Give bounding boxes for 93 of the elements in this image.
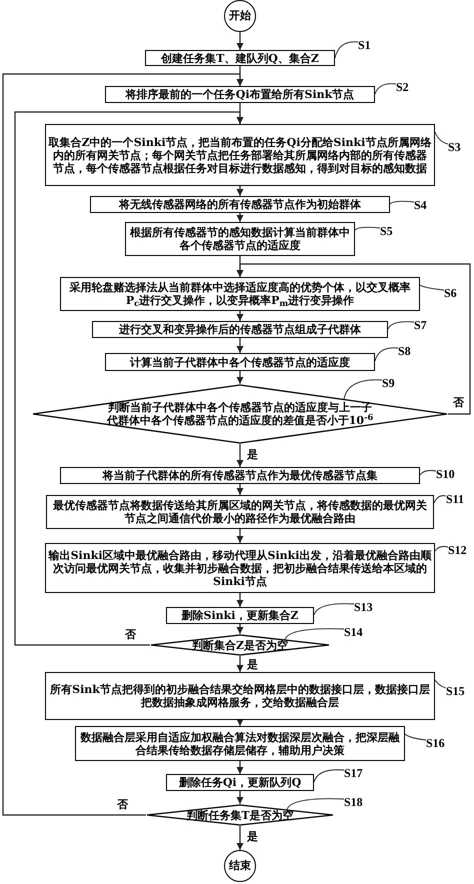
process-box	[46, 495, 434, 529]
process-box	[92, 321, 388, 338]
leader-line	[314, 603, 354, 616]
process-box	[60, 467, 420, 484]
leader-line	[334, 41, 358, 58]
arrow	[236, 529, 244, 543]
step-label: S9	[382, 376, 395, 390]
edge-label: 否	[124, 629, 137, 641]
step-label: S14	[344, 625, 363, 639]
process-box	[105, 353, 375, 371]
arrow	[236, 656, 244, 672]
step-text: 数据融合层采用自适应加权融合算法对数据深层次融合，把深层融合结果传给数据存储层储存，辅助用户决策	[79, 730, 400, 756]
step-label: S6	[444, 286, 457, 300]
arrow	[236, 484, 244, 495]
leader-line	[286, 798, 344, 810]
process-box	[166, 774, 314, 791]
leader-line	[374, 347, 398, 362]
step-text: 结束	[229, 858, 251, 874]
step-text: 开始	[229, 8, 251, 24]
leader-line	[420, 470, 436, 476]
arrow	[236, 338, 244, 353]
leader-line	[354, 226, 380, 230]
step-label: S10	[436, 467, 455, 481]
process-box	[45, 124, 435, 186]
leader-line	[420, 284, 444, 290]
process-box	[45, 543, 435, 593]
arrow	[2, 73, 244, 816]
process-box	[45, 672, 435, 720]
step-text: 输出Sinki区域中最优融合路由，移动代理从Sinki出发，沿着最优融合路由顺次访问最优网关节点，收集并初步融合数据，把初步融合结果传送给本区域的Sinki节点	[48, 548, 432, 588]
leader-line	[434, 132, 448, 144]
arrow	[236, 263, 471, 415]
edge-label: 是	[246, 659, 259, 671]
edge-label: 是	[246, 449, 259, 461]
arrow	[236, 593, 244, 607]
step-label: S7	[414, 318, 427, 332]
step-text: 将排序最前的一个任务Qi布置给所有Sink节点	[126, 88, 354, 101]
arrow	[236, 719, 244, 726]
step-label: S17	[344, 766, 363, 780]
arrow	[236, 826, 244, 850]
step-label: S18	[344, 795, 363, 809]
step-text: 创建任务集T、建队列Q、集合Z	[161, 52, 319, 64]
leader-line	[374, 83, 396, 94]
leader-line	[388, 321, 414, 330]
edge-label: 是	[246, 831, 259, 843]
leader-line	[434, 546, 448, 552]
arrow	[236, 311, 244, 321]
step-label: S12	[448, 543, 467, 557]
leader-line	[344, 379, 382, 400]
leader-line	[390, 200, 414, 204]
step-text: 根据所有传感器节的感知数据计算当前群体中各个传感器节点的适应度	[128, 226, 351, 252]
step-label: S8	[398, 344, 411, 358]
leader-line	[314, 769, 344, 782]
step-text: 将当前子代群体的所有传感器节点作为最优传感器节点集	[102, 469, 378, 482]
process-box	[60, 277, 420, 311]
leader-line	[284, 628, 344, 640]
edge-label: 否	[116, 799, 129, 811]
step-label: S4	[414, 198, 427, 212]
step-label: S11	[446, 492, 464, 506]
edge-label: 否	[452, 397, 465, 409]
step-label: S3	[448, 140, 461, 154]
step-text: 最优传感器节点将数据传送给其所属区域的网关节点，将传感数据的最优网关节点之间通信代价最小的路径作为最优融合路由	[52, 499, 428, 525]
arrow	[236, 32, 244, 50]
arrow	[236, 444, 244, 467]
process-box	[145, 50, 335, 66]
step-label: S16	[426, 736, 445, 750]
step-label: S1	[358, 38, 371, 52]
step-label: S15	[446, 684, 465, 698]
arrow	[236, 791, 244, 804]
step-text: 进行交叉和变异操作后的传感器节点组成子代群体	[119, 323, 361, 336]
step-text: 取集合Z中的一个Sinki节点，把当前布置的任务Qi分配给Sinki节点所属网络内的所有网关节点；每个网关节点把任务部署给其所属网络内部的所有传感器节点，每个传感器节点根据任务对目标进行数据感知，得到对目标的感知数据	[48, 136, 432, 174]
step-text: 删除任务Qi，更新队列Q	[178, 776, 302, 789]
decision-diamond	[146, 804, 334, 826]
step-text: 所有Sink节点把得到的初步融合结果交给网格层中的数据接口层，数据接口层把数据抽象成网格服务，交给数据融合层	[49, 683, 431, 709]
arrow	[236, 371, 244, 384]
arrow	[236, 761, 244, 774]
process-box	[105, 86, 375, 103]
step-label: S2	[396, 80, 409, 94]
process-box	[166, 607, 314, 624]
step-label: S13	[354, 600, 373, 614]
arrow	[236, 213, 244, 222]
step-text: 计算当前子代群体中各个传感器节点的适应度	[130, 356, 350, 368]
arrow	[14, 111, 244, 646]
arrow	[236, 186, 244, 196]
step-text: 删除Sinki，更新集合Z	[182, 609, 298, 622]
arrow	[236, 624, 244, 634]
leader-line	[434, 680, 446, 688]
process-box	[90, 196, 390, 213]
leader-line	[434, 495, 446, 504]
decision-diamond	[150, 634, 330, 656]
step-label: S5	[380, 224, 393, 238]
step-text: 采用轮盘赌选择法从当前群体中选择适应度高的优势个体，以交叉概率P$_{c}$进行交叉操作，以变异概率P$_{m}$进行变异操作	[68, 281, 412, 307]
leader-line	[404, 734, 426, 740]
step-text: 将无线传感器网络的所有传感器节点作为初始群体	[119, 198, 361, 211]
